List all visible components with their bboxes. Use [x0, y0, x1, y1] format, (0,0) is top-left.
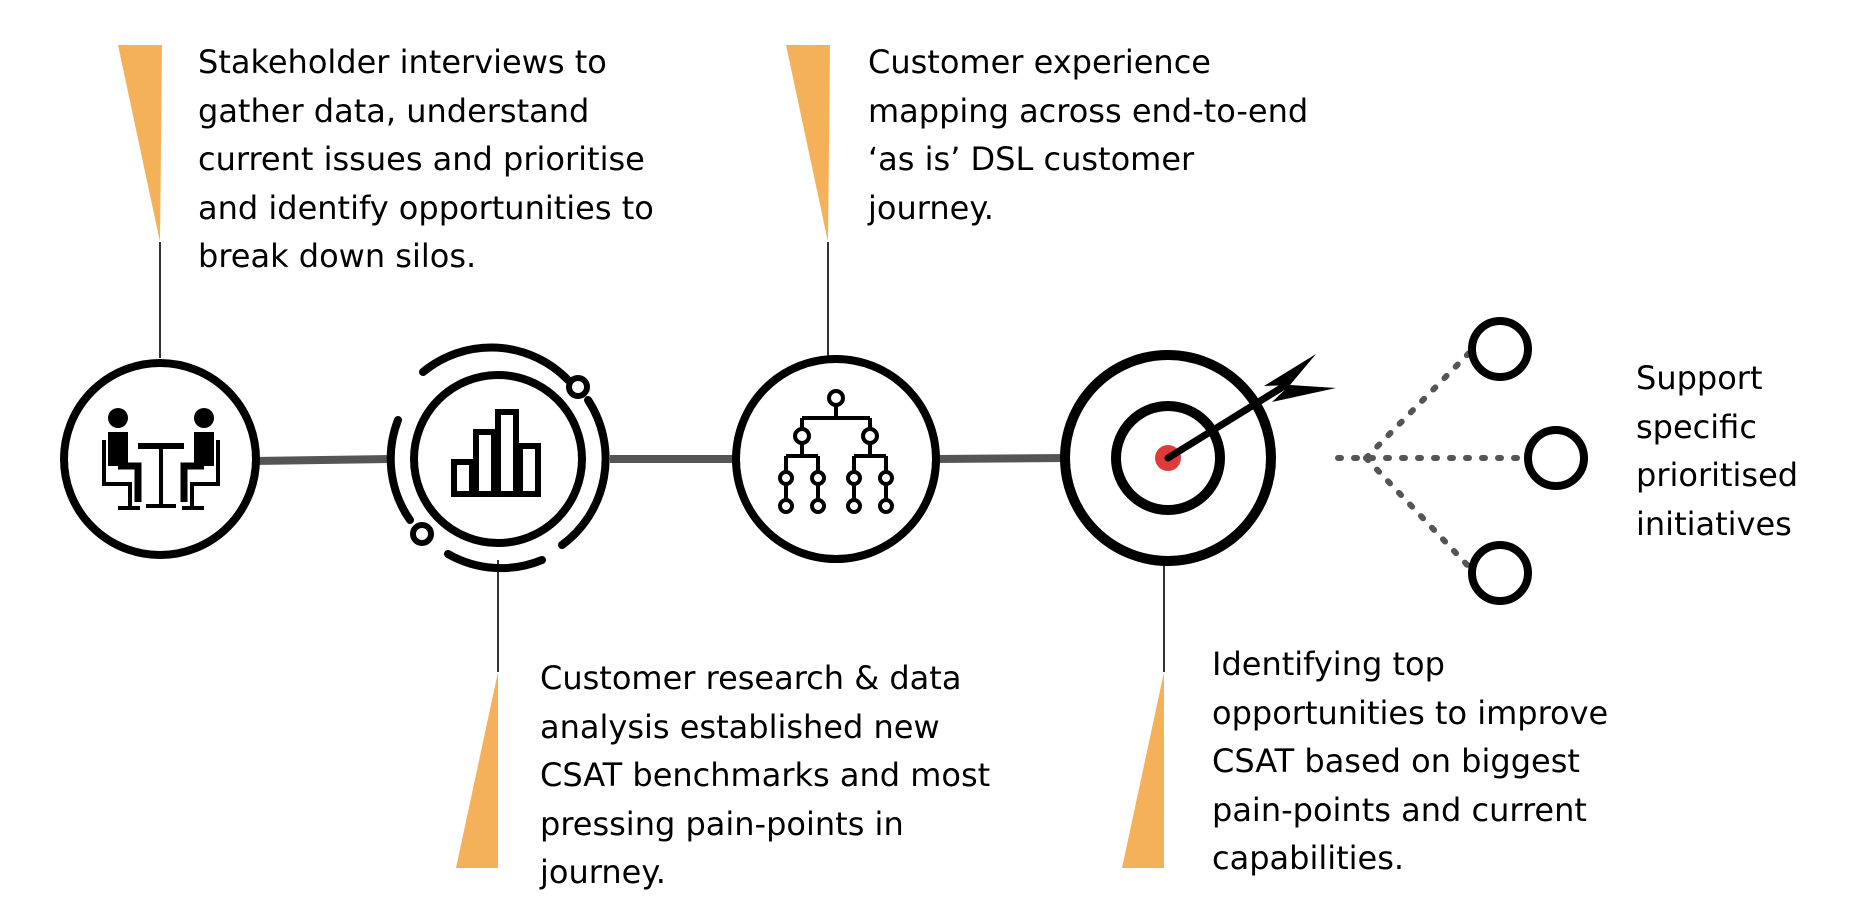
branch-node-top: [1468, 317, 1532, 381]
arc-node-bottom: [410, 522, 434, 546]
pennant-2: [456, 672, 498, 868]
branch-node-bottom: [1468, 541, 1532, 605]
pennant-4: [1122, 672, 1164, 868]
timeline-connectors: [251, 454, 1069, 465]
step-2-circle: [386, 343, 610, 573]
branch-nodes-icon: [1335, 317, 1588, 605]
step-4-description: Identifying top opportunities to improve…: [1212, 645, 1609, 877]
connector-1-2: [251, 455, 393, 465]
connector-3-4: [935, 454, 1069, 463]
step-3-circle: [732, 355, 940, 563]
outcome-description: Support specific prioritised initiatives: [1636, 359, 1799, 543]
step-3-description: Customer experience mapping across end-t…: [868, 43, 1309, 227]
target-arrow-icon: [1111, 354, 1336, 515]
outer-arc-right: [558, 396, 610, 549]
step-2-description: Customer research & data analysis establ…: [540, 659, 991, 891]
outer-arc-left: [386, 416, 414, 524]
step-4-circle: [1060, 350, 1336, 566]
pennant-1: [118, 45, 162, 242]
step-1-circle: [60, 359, 260, 559]
step-1-description: Stakeholder interviews to gather data, u…: [198, 43, 654, 275]
hierarchy-icon: [778, 389, 894, 514]
arc-node-top: [566, 375, 590, 399]
bar-chart-icon: [451, 409, 541, 497]
outer-arc-bottom: [444, 550, 546, 573]
outer-arc-top: [419, 343, 572, 384]
callout-markers: [118, 45, 1165, 868]
meeting-people-icon: [102, 408, 220, 510]
branch-node-middle: [1524, 426, 1588, 490]
pennant-3: [786, 45, 830, 242]
